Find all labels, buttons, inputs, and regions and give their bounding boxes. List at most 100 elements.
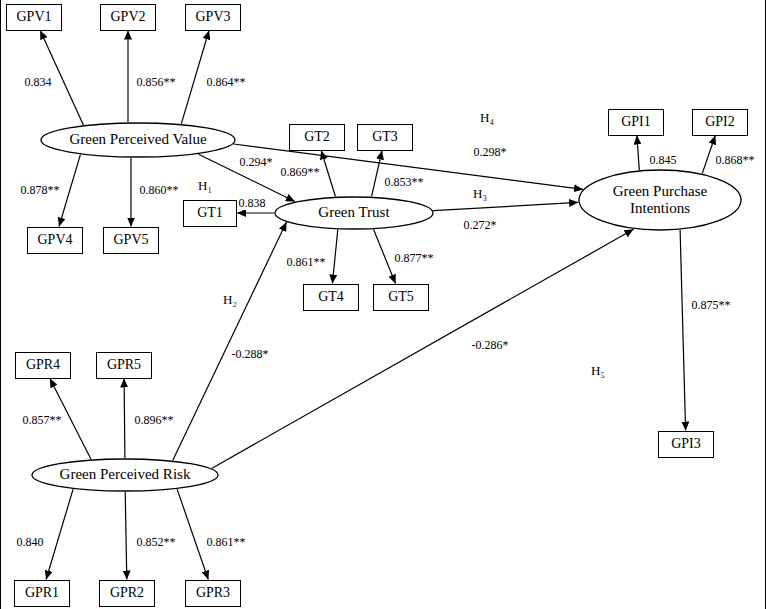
node-text-group: GT3: [372, 129, 398, 145]
indicator-code: GT4: [318, 289, 344, 305]
construct-name: Green Trust: [318, 204, 389, 221]
loading-arrow: [46, 489, 73, 579]
node-text-group: Green Perceived Risk: [60, 466, 191, 483]
ellipse-shape: [579, 170, 741, 230]
indicator-code: GPV5: [113, 232, 148, 248]
indicator-box: GPI2: [692, 109, 748, 136]
path-coefficient: 0.840: [15, 535, 46, 549]
loading-arrow: [321, 151, 335, 197]
node-text-group: GPI2: [705, 114, 735, 130]
node-text-group: GPR1: [25, 585, 59, 601]
loading-arrow: [680, 230, 686, 430]
indicator-code: GPR1: [25, 585, 59, 601]
node-text-group: Green Trust: [318, 204, 389, 221]
construct-name: Green Purchase Intentions: [604, 183, 716, 218]
node-text-group: GPR5: [107, 357, 141, 373]
indicator-box: GT4: [303, 284, 359, 311]
latent-ellipse: Green Purchase Intentions: [578, 169, 742, 231]
ellipse-shape: [275, 197, 433, 229]
node-text-group: GPV3: [195, 9, 230, 25]
path-arrow: [173, 222, 287, 460]
node-text-group: Green Perceived Value: [69, 131, 206, 148]
latent-ellipse: Green Trust: [274, 196, 434, 230]
node-text-group: GPV2: [110, 9, 145, 25]
indicator-box: GPR5: [96, 352, 152, 379]
node-text-group: GT5: [388, 289, 414, 305]
path-coefficient: 0.856**: [135, 75, 178, 89]
path-coefficient: 0.845: [648, 153, 679, 167]
indicator-code: GPV4: [37, 232, 72, 248]
ellipse-shape: [41, 123, 235, 157]
path-coefficient: 0.869**: [279, 165, 322, 179]
indicator-code: GPV3: [195, 9, 230, 25]
path-coefficient: 0.857**: [21, 413, 64, 427]
loading-arrow: [127, 31, 128, 123]
node-text-group: GPR3: [196, 585, 230, 601]
ellipse-shape: [32, 459, 218, 491]
node-text-group: GPR2: [110, 585, 144, 601]
node-text-group: Green Purchase Intentions: [604, 183, 716, 218]
path-coefficient: 0.864**: [205, 75, 248, 89]
indicator-code: GT1: [197, 205, 223, 221]
node-text-group: GT1: [197, 205, 223, 221]
node-text-group: GT2: [304, 129, 330, 145]
indicator-code: GPR3: [196, 585, 230, 601]
indicator-code: GT5: [388, 289, 414, 305]
path-coefficient: 0.294*: [238, 155, 275, 169]
indicator-box: GPR1: [14, 580, 70, 607]
indicator-box: GPI1: [608, 109, 664, 136]
indicator-box: GT2: [289, 124, 345, 151]
loading-arrow: [123, 379, 125, 459]
construct-name: Green Perceived Risk: [60, 466, 191, 483]
path-coefficient: 0.861**: [205, 535, 248, 549]
loading-arrow: [332, 230, 337, 284]
frame-line: [765, 0, 766, 609]
frame-line: [0, 0, 1, 609]
indicator-box: GPV5: [103, 227, 159, 254]
loading-arrow: [59, 155, 80, 227]
indicator-box: GPV1: [6, 4, 62, 31]
indicator-code: GPI1: [621, 114, 651, 130]
indicator-box: GPV2: [100, 4, 156, 31]
path-coefficient: 0.853**: [383, 175, 426, 189]
indicator-box: GPR2: [99, 580, 155, 607]
indicator-code: GPV1: [16, 9, 51, 25]
hypothesis-label: H₂: [221, 293, 239, 307]
indicator-box: GPR3: [185, 580, 241, 607]
indicator-box: GPV4: [27, 227, 83, 254]
latent-ellipse: Green Perceived Value: [40, 122, 236, 158]
path-coefficient: 0.868**: [714, 153, 757, 167]
indicator-code: GT3: [372, 129, 398, 145]
path-coefficient: 0.272*: [462, 218, 499, 232]
indicator-code: GPI2: [705, 114, 735, 130]
indicator-box: GPI3: [658, 431, 714, 458]
loading-arrow: [372, 151, 382, 197]
indicator-code: GPR2: [110, 585, 144, 601]
path-coefficient: 0.838: [237, 196, 268, 210]
indicator-box: GT5: [373, 284, 429, 311]
node-text-group: GPI1: [621, 114, 651, 130]
path-coefficient: -0.288*: [230, 347, 271, 361]
indicator-code: GPR4: [26, 357, 60, 373]
path-coefficient: 0.877**: [393, 251, 436, 265]
path-coefficient: -0.286*: [470, 338, 511, 352]
path-arrow: [433, 202, 578, 210]
path-coefficient: 0.875**: [690, 298, 733, 312]
loading-arrow: [125, 492, 127, 580]
hypothesis-label: H₅: [589, 364, 607, 378]
loading-arrow: [637, 136, 639, 171]
node-text-group: GPR4: [26, 357, 60, 373]
indicator-box: GPR4: [15, 352, 71, 379]
path-coefficient: 0.896**: [133, 413, 176, 427]
indicator-code: GPI3: [671, 436, 701, 452]
loading-arrow: [237, 212, 274, 213]
node-text-group: GPV4: [37, 232, 72, 248]
indicator-code: GPV2: [110, 9, 145, 25]
node-text-group: GPI3: [671, 436, 701, 452]
node-text-group: GT4: [318, 289, 344, 305]
path-coefficient: 0.834: [23, 75, 54, 89]
hypothesis-label: H₄: [478, 111, 496, 125]
path-coefficient: 0.852**: [135, 535, 178, 549]
construct-name: Green Perceived Value: [69, 131, 206, 148]
